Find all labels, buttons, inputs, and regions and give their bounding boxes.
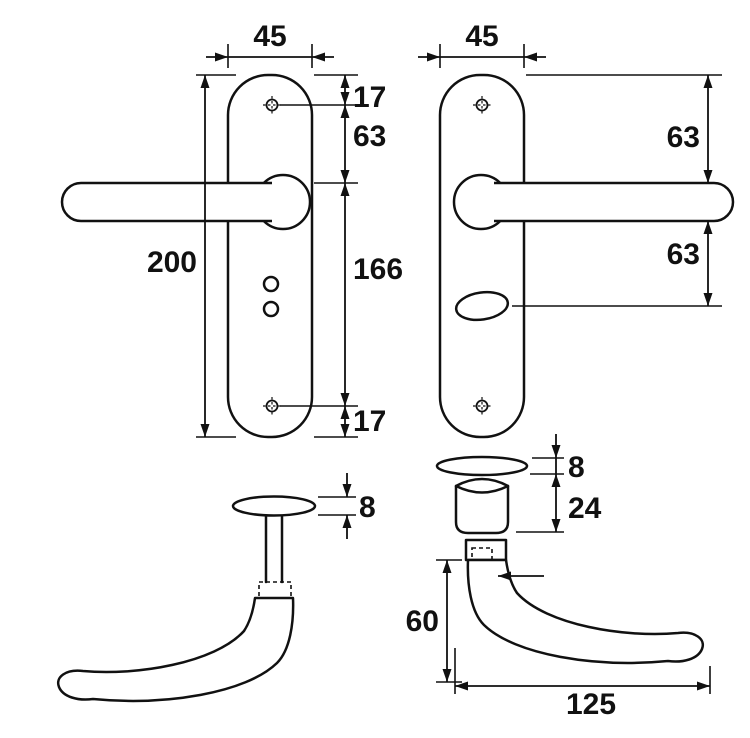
extension-lines — [512, 74, 722, 307]
arrowhead — [340, 393, 350, 406]
dim-chain-right-plate: 63 63 — [512, 74, 722, 307]
arrowhead — [340, 92, 350, 105]
arrowhead — [340, 75, 350, 88]
extension-lines — [439, 44, 525, 68]
dim-label-rose-thickness-right: 8 — [568, 451, 585, 484]
right-handle-grip — [466, 558, 705, 665]
turn-bush-cylinder — [454, 477, 510, 535]
arrowhead — [551, 445, 561, 458]
arrowhead — [200, 75, 210, 88]
left-lever-handle — [60, 181, 272, 223]
arrowhead — [340, 170, 350, 183]
wc-thumbturn-oval — [454, 290, 510, 322]
left-backplate-assembly — [60, 73, 314, 439]
extension-lines — [196, 74, 236, 438]
left-privacy-pin-upper — [262, 275, 280, 293]
turn-bush-rim — [454, 484, 510, 494]
dim-label-top-hole-offset: 17 — [353, 81, 386, 114]
dim-plate-width-left: 45 — [206, 20, 334, 68]
dim-label-handle-length: 125 — [566, 688, 616, 721]
right-bottom-screw-hole-crosshair — [473, 397, 491, 415]
arrowhead — [342, 484, 352, 497]
arrowhead — [703, 221, 713, 234]
arrowhead — [703, 75, 713, 88]
dim-label-hole-spacing: 166 — [353, 253, 403, 286]
arrowhead — [442, 669, 452, 682]
dim-label-handle-drop: 60 — [406, 605, 439, 638]
right-exploded-handle — [435, 455, 705, 665]
dim-label-bush-height: 24 — [568, 492, 602, 525]
arrowhead — [551, 519, 561, 532]
spindle-leader-arrow — [498, 571, 544, 581]
dim-plate-width-right: 45 — [418, 20, 546, 68]
right-bottom-screw-hole — [475, 399, 489, 413]
arrowhead — [342, 515, 352, 528]
dim-rose-right-and-bush: 8 24 — [516, 434, 602, 533]
extension-lines — [318, 496, 356, 516]
arrowhead — [200, 424, 210, 437]
right-backplate-assembly — [438, 73, 735, 439]
dim-label-plate-height: 200 — [147, 246, 197, 279]
arrowhead — [340, 406, 350, 419]
dim-label-rose-thickness-left: 8 — [359, 491, 376, 524]
left-top-screw-hole-crosshair — [263, 96, 281, 114]
arrowhead — [442, 560, 452, 573]
left-exploded-handle — [56, 495, 317, 703]
dim-handle-drop: 60 — [406, 559, 462, 683]
left-bottom-screw-hole-crosshair — [263, 397, 281, 415]
arrowhead — [524, 52, 537, 62]
extension-lines — [227, 44, 313, 68]
arrowhead — [551, 474, 561, 487]
left-handle-grip — [56, 596, 295, 703]
dim-label-plate-width-right: 45 — [465, 20, 498, 53]
dim-rose-left-thickness: 8 — [318, 473, 376, 539]
arrowhead — [340, 183, 350, 196]
dim-plate-height: 200 — [147, 74, 236, 438]
arrowhead — [427, 52, 440, 62]
dim-label-bottom-hole-offset: 17 — [353, 405, 386, 438]
left-handle-stem — [264, 514, 284, 584]
dim-label-right-top-to-handle: 63 — [667, 121, 700, 154]
left-top-screw-hole — [265, 98, 279, 112]
arrowhead — [312, 52, 325, 62]
arrowhead — [340, 424, 350, 437]
extension-lines — [280, 74, 358, 438]
extension-lines — [436, 559, 462, 683]
right-lever-handle — [494, 181, 735, 223]
dim-handle-length: 125 — [454, 648, 711, 721]
arrowhead — [703, 293, 713, 306]
right-backplate — [438, 73, 526, 439]
left-privacy-pin-lower — [262, 300, 280, 318]
arrowhead — [340, 105, 350, 118]
dim-chain-left-plate: 17 63 166 17 — [280, 74, 403, 438]
arrowhead — [703, 170, 713, 183]
arrowhead — [697, 681, 710, 691]
dim-label-hole-to-handle: 63 — [353, 120, 386, 153]
left-bottom-screw-hole — [265, 399, 279, 413]
dim-label-plate-width-left: 45 — [253, 20, 286, 53]
left-backplate — [226, 73, 314, 439]
right-top-screw-hole-crosshair — [473, 96, 491, 114]
arrowhead — [455, 681, 468, 691]
left-rose-side-view — [231, 495, 317, 517]
right-top-screw-hole — [475, 98, 489, 112]
arrowhead — [215, 52, 228, 62]
right-rose-side-view — [435, 455, 529, 477]
dim-label-right-handle-to-turn: 63 — [667, 238, 700, 271]
